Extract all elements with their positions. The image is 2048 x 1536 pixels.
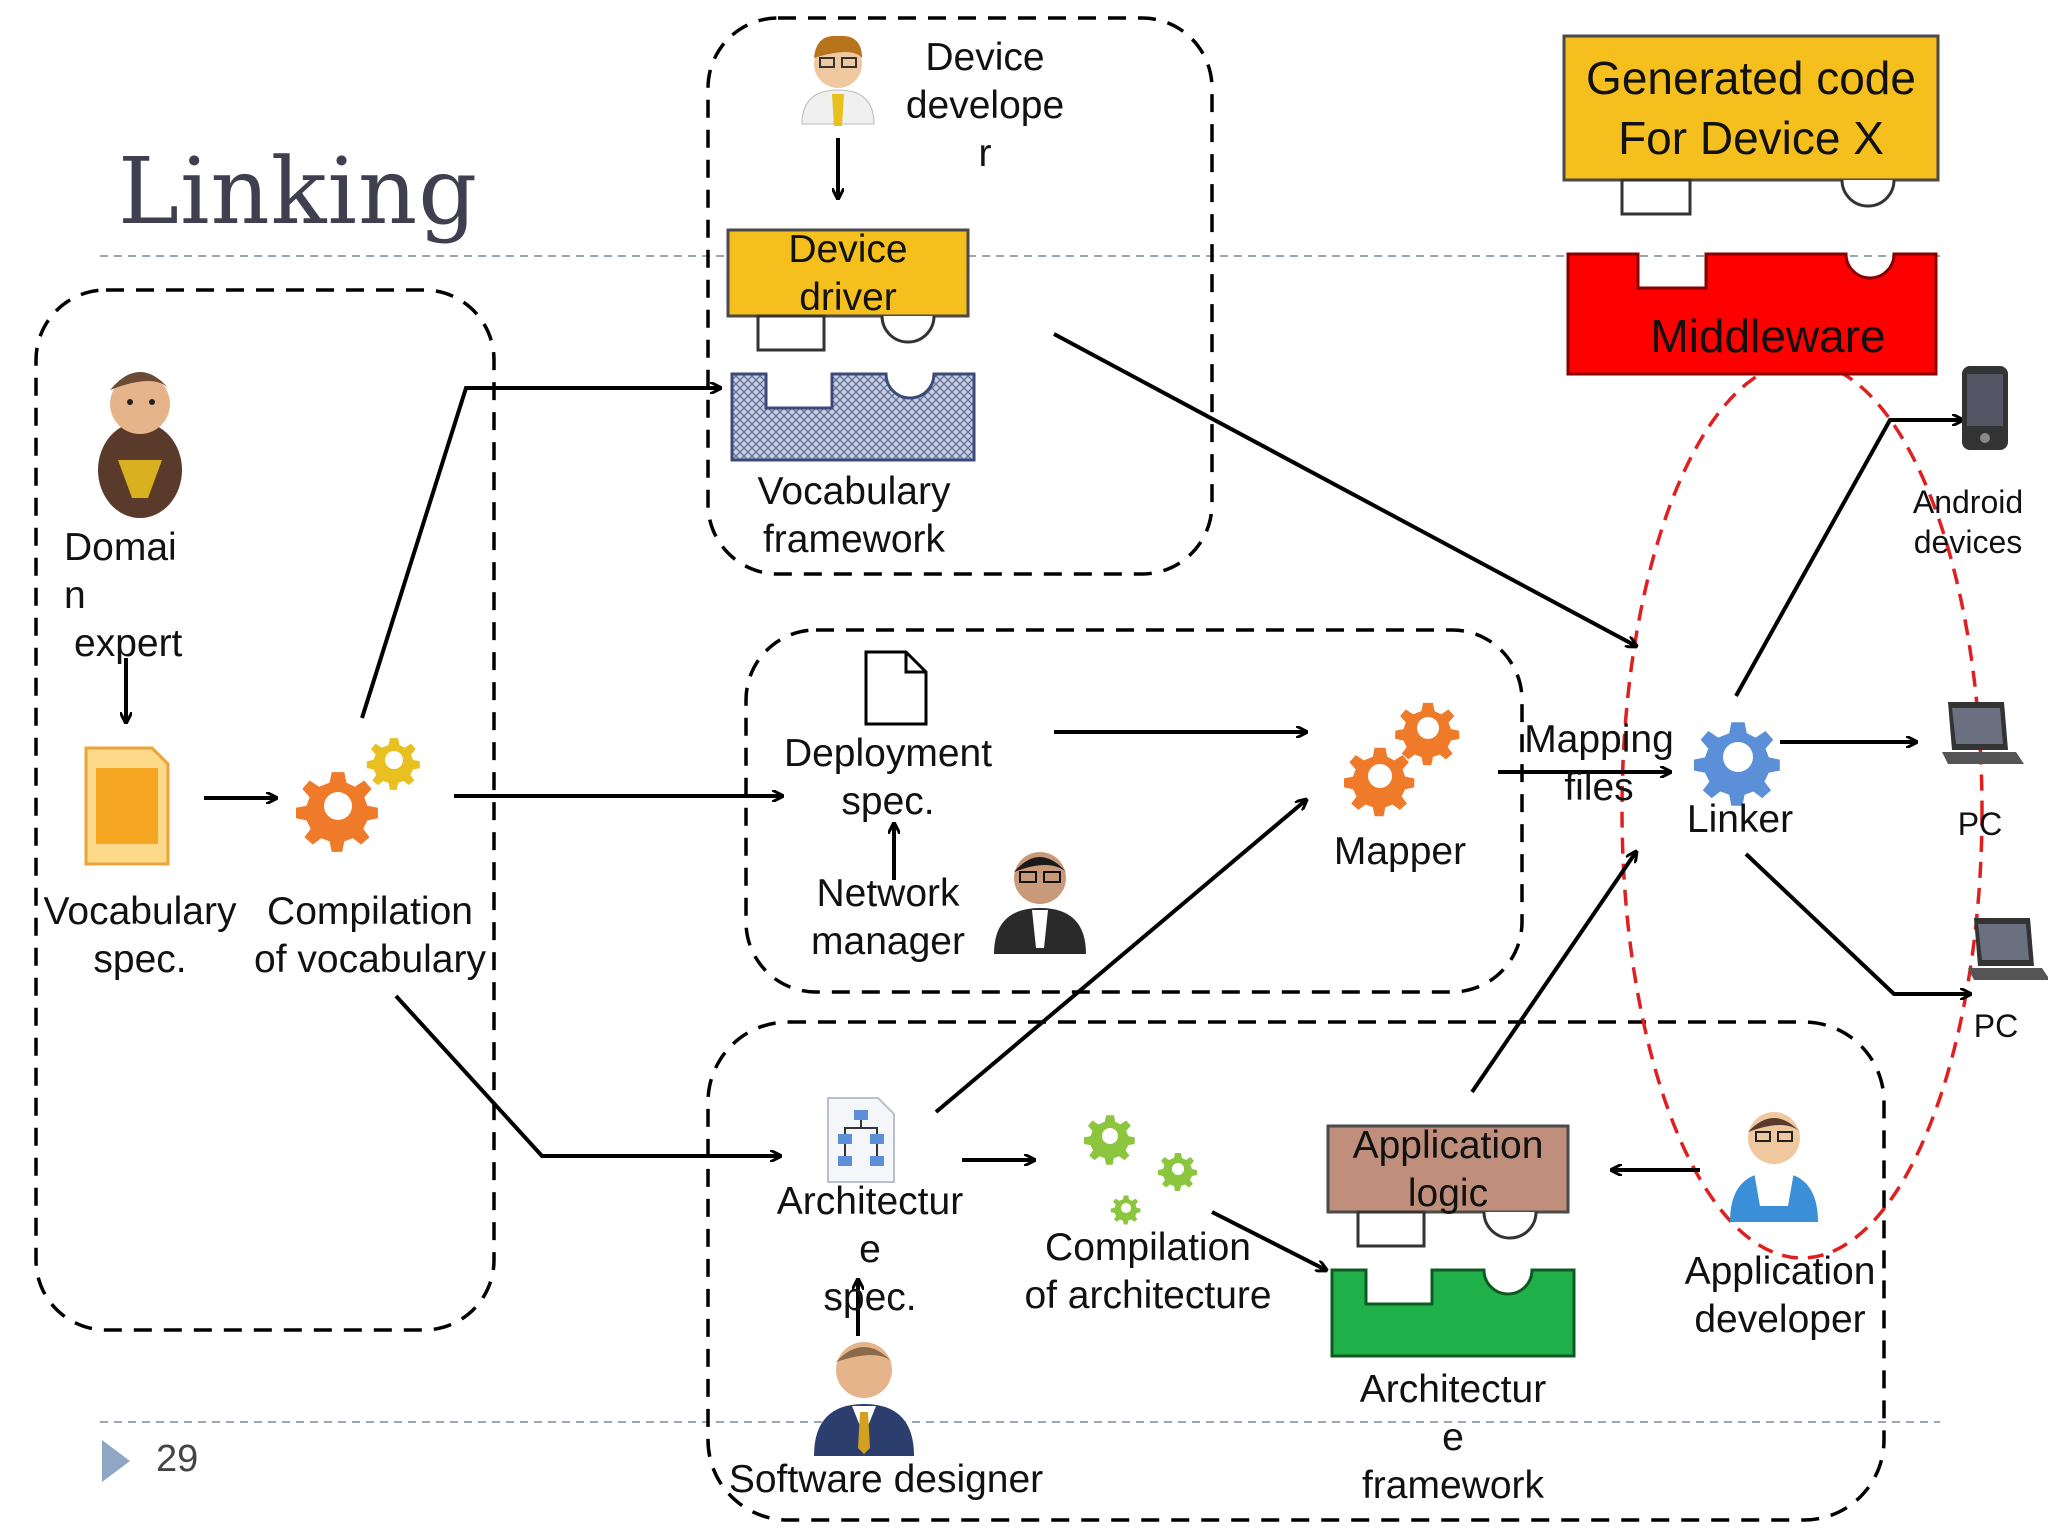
application-logic-tab — [1356, 1210, 1426, 1248]
application-logic-label: Application logic — [1352, 1124, 1544, 1215]
generated-code-tab — [1620, 178, 1692, 216]
slide-marker-triangle — [102, 1440, 130, 1482]
network-manager-label: Network manager — [811, 872, 965, 963]
generated-code-block — [1562, 34, 1940, 182]
vocabulary-framework-block — [730, 372, 976, 462]
device-driver-tab — [756, 314, 826, 352]
page-title: Linking — [118, 138, 479, 245]
deployment-spec-document-icon — [864, 650, 928, 726]
device-driver-knob — [880, 315, 936, 344]
architecture-spec-document-icon — [827, 1097, 895, 1183]
deployment-spec-label: Deployment spec. — [783, 732, 993, 823]
vocabulary-spec-label: Vocabulary spec. — [43, 890, 237, 981]
architecture-framework-block — [1330, 1268, 1576, 1358]
software-designer-label: Software designer — [728, 1458, 1044, 1501]
compilation-architecture-label: Compilation of architecture — [1024, 1226, 1272, 1317]
domain-expert-person-icon — [98, 372, 182, 518]
vocabulary-framework-label: Vocabulary framework — [757, 470, 951, 561]
application-developer-person-icon — [1730, 1112, 1818, 1222]
linker-label: Linker — [1686, 798, 1794, 841]
android-devices-label: Android devices — [1912, 484, 2024, 560]
mapper-gears-icon — [1344, 702, 1460, 817]
application-logic-knob — [1482, 1211, 1538, 1240]
compilation-architecture-gears-icon — [1084, 1115, 1197, 1225]
software-designer-person-icon — [814, 1342, 914, 1456]
device-developer-label: Device develope r — [905, 36, 1065, 175]
middleware-block — [1566, 252, 1938, 376]
arrow-linker-to-pc2 — [1744, 852, 1970, 994]
mapper-label: Mapper — [1333, 830, 1467, 873]
vocabulary-spec-document-icon — [84, 746, 170, 866]
architecture-framework-label: Architectur e framework — [1359, 1368, 1547, 1507]
arrow-appfw-to-linker — [1470, 852, 1636, 1094]
arrow-compile-to-archfw — [1211, 1210, 1326, 1270]
slide-number: 29 — [156, 1438, 199, 1480]
laptop-pc-icon — [1942, 702, 2024, 764]
device-driver-label: Device driver — [788, 228, 908, 319]
domain-expert-label: Domai n expert — [64, 526, 183, 665]
compilation-vocabulary-label: Compilation of vocabulary — [254, 890, 486, 981]
laptop-pc-icon — [1968, 918, 2048, 980]
device-group-box — [706, 16, 1214, 576]
architecture-group-box — [706, 1020, 1886, 1522]
android-phone-icon — [1962, 366, 2008, 450]
device-developer-person-icon — [801, 35, 875, 126]
arrow-architecture-to-mapper — [934, 800, 1306, 1114]
network-manager-person-icon — [994, 852, 1086, 954]
deployment-group-box — [744, 628, 1524, 994]
architecture-spec-label: Architectur e spec. — [776, 1180, 964, 1319]
pc2-label: PC — [1973, 1008, 2019, 1044]
domain-group-box — [34, 288, 496, 1332]
application-logic-block — [1326, 1124, 1570, 1214]
compilation-vocabulary-gears-icon — [296, 738, 420, 852]
middleware-label: Middleware — [1650, 310, 1886, 362]
application-developer-label: Application developer — [1684, 1250, 1876, 1341]
linker-gear-icon — [1694, 722, 1780, 806]
arrow-compile-to-framework — [360, 388, 720, 719]
device-driver-block — [726, 228, 970, 318]
arrow-framework-to-linker — [1053, 332, 1636, 646]
pc1-label: PC — [1957, 806, 2003, 842]
generated-code-knob — [1840, 179, 1896, 208]
mapping-files-label: Mapping files — [1524, 718, 1674, 809]
generated-code-label: Generated code For Device X — [1586, 52, 1916, 164]
arrow-linker-to-android — [1734, 420, 1962, 697]
arrow-compile-to-architecture — [394, 994, 780, 1156]
